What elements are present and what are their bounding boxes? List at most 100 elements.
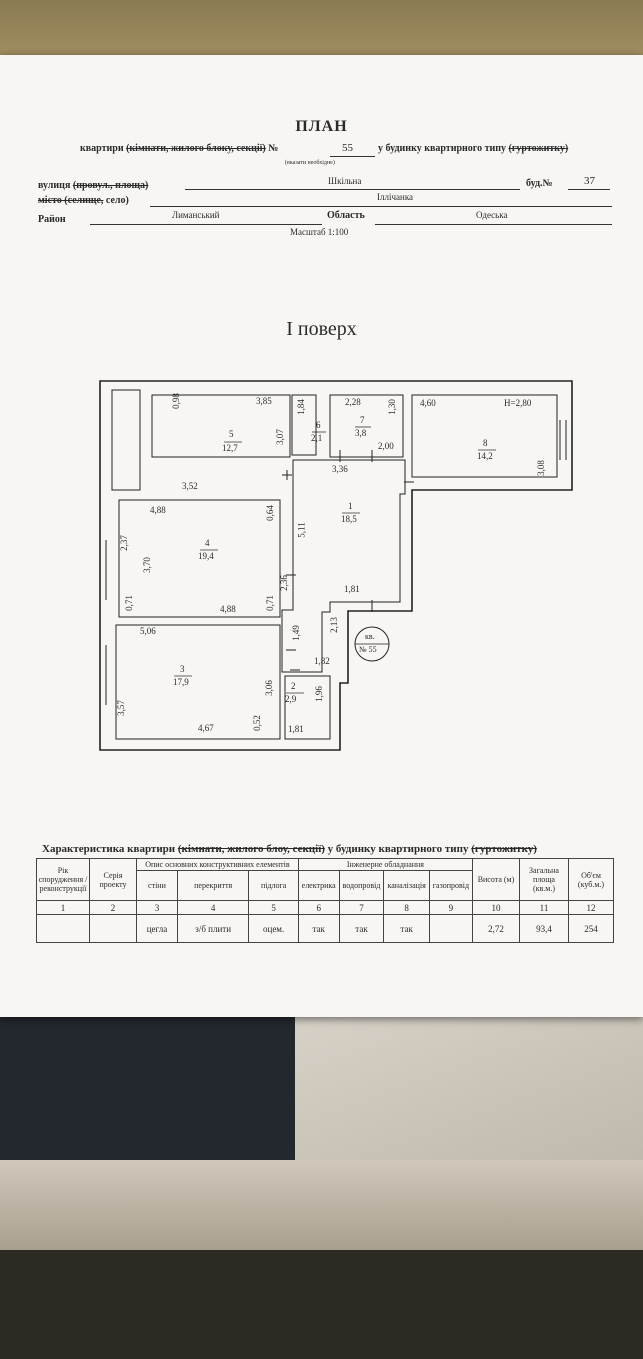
col-num: 10 — [472, 900, 520, 915]
plan-title: ПЛАН — [295, 118, 348, 135]
district-value: Лиманський — [172, 210, 220, 220]
region-label: Область — [327, 210, 365, 221]
building-line — [568, 189, 610, 190]
floor-title: І поверх — [286, 318, 357, 340]
dim-1-84: 1,84 — [295, 399, 306, 415]
col-num: 4 — [176, 900, 250, 915]
col-num: 7 — [338, 900, 385, 915]
val-electric: так — [297, 914, 340, 943]
th-floor: підлога — [248, 870, 299, 901]
col-num: 3 — [136, 900, 178, 915]
col-num: 9 — [428, 900, 474, 915]
building-value: 37 — [584, 175, 595, 187]
background-cloth — [295, 1000, 643, 1190]
val-floor: оцем. — [248, 914, 299, 943]
region-value: Одеська — [476, 210, 508, 220]
dim-4-88-top: 4,88 — [150, 505, 166, 515]
th-water: водопровід — [338, 870, 385, 901]
dim-3-52: 3,52 — [182, 481, 198, 491]
dim-4-67: 4,67 — [198, 723, 214, 733]
dim-1-30: 1,30 — [386, 399, 397, 415]
dim-2-13: 2,13 — [328, 617, 339, 633]
dim-1-82: 1,82 — [314, 656, 330, 666]
scale-text: Масштаб 1:100 — [290, 227, 349, 237]
dim-3-08: 3,08 — [535, 460, 546, 476]
apartment-line: квартири (кімнати, жилого блоку, секції)… — [80, 143, 279, 154]
room-8-no: 8 — [483, 438, 488, 448]
dim-0-71-left: 0,71 — [123, 595, 134, 611]
city-line — [150, 206, 612, 207]
street-label: вулиця (провул., площа) — [38, 180, 149, 191]
dim-0-71-right: 0,71 — [264, 595, 275, 611]
dim-4-60: 4,60 — [420, 398, 436, 408]
th-height: Висота (м) — [472, 858, 520, 901]
city-label: місто (селище, село) — [38, 195, 129, 206]
building-label: буд.№ — [526, 178, 553, 189]
val-sewer: так — [383, 914, 430, 943]
dim-3-06: 3,06 — [263, 680, 274, 696]
room-1-area: 18,5 — [341, 514, 357, 524]
dim-2-37: 2,37 — [118, 535, 129, 551]
room-3-area: 17,9 — [173, 677, 189, 687]
col-num: 6 — [297, 900, 340, 915]
th-eng: Інженерне обладнання — [297, 858, 474, 871]
dim-0-98: 0,98 — [170, 393, 181, 409]
apartment-no-line — [330, 156, 375, 157]
dim-2-28: 2,28 — [345, 397, 361, 407]
th-struct: Опис основних конструктивних елементів — [136, 858, 299, 871]
room-8-area: 14,2 — [477, 451, 493, 461]
room-3-no: 3 — [180, 664, 185, 674]
dim-5-06: 5,06 — [140, 626, 156, 636]
room-6-no: 6 — [316, 420, 321, 430]
col-num: 8 — [383, 900, 430, 915]
val-series — [89, 914, 137, 943]
val-height: 2,72 — [472, 914, 520, 943]
dim-1-81-bottom: 1,81 — [288, 724, 304, 734]
room-7-no: 7 — [360, 415, 365, 425]
apt-kv: кв. — [365, 632, 375, 641]
th-ceiling: перекриття — [176, 870, 250, 901]
street-value: Шкільна — [328, 176, 362, 186]
th-series: Серія проекту — [89, 858, 137, 901]
val-gas — [428, 914, 474, 943]
dim-3-57: 3,57 — [115, 700, 126, 716]
background-floor — [0, 1250, 643, 1359]
th-year: Рік спорудження / реконструкції — [36, 858, 90, 901]
district-line — [90, 224, 322, 225]
characteristics-title: Характеристика квартири (кімнати, жилого… — [42, 843, 537, 855]
dim-1-49: 1,49 — [290, 625, 301, 641]
val-volume: 254 — [568, 914, 614, 943]
room-4-no: 4 — [205, 538, 210, 548]
room-4-area: 19,4 — [198, 551, 214, 561]
th-gas: газопровід — [428, 870, 474, 901]
apt-no: № 55 — [359, 645, 377, 654]
street-line — [185, 189, 520, 190]
dim-0-64: 0,64 — [264, 505, 275, 521]
val-walls: цегла — [136, 914, 178, 943]
th-area: Загальна площа (кв.м.) — [519, 858, 569, 901]
dim-4-88-bottom: 4,88 — [220, 604, 236, 614]
dim-1-81-top: 1,81 — [344, 584, 360, 594]
dim-0-52: 0,52 — [251, 715, 262, 731]
col-num: 2 — [89, 900, 137, 915]
dim-3-07: 3,07 — [274, 429, 285, 445]
col-num: 12 — [568, 900, 614, 915]
dim-3-70: 3,70 — [141, 557, 152, 573]
room-7-area: 3,8 — [355, 428, 367, 438]
dim-3-36: 3,36 — [332, 464, 348, 474]
val-year — [36, 914, 90, 943]
apartment-type: у будинку квартирного типу (гуртожитку) — [378, 143, 569, 154]
room-6-area: 2,1 — [311, 433, 323, 443]
dim-1-96: 1,96 — [313, 686, 324, 702]
room-5-no: 5 — [229, 429, 234, 439]
region-line — [375, 224, 612, 225]
room-5-area: 12,7 — [222, 443, 238, 453]
district-label: Район — [38, 214, 66, 225]
dim-5-11: 5,11 — [296, 522, 307, 538]
dim-2-36: 2,36 — [278, 575, 289, 591]
col-num: 1 — [36, 900, 90, 915]
dim-3-85: 3,85 — [256, 396, 272, 406]
dim-2-00: 2,00 — [378, 441, 394, 451]
col-num: 11 — [519, 900, 569, 915]
room-1-no: 1 — [348, 501, 353, 511]
